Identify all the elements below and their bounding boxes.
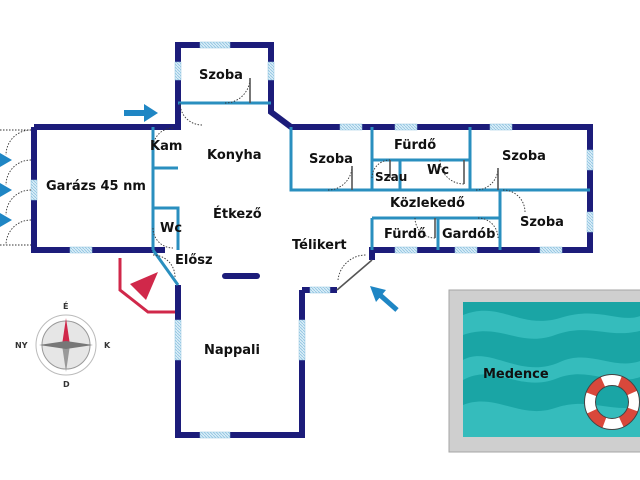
- room-label-gardrob: Gardób: [442, 227, 495, 242]
- room-label-furdo-bottom: Fürdő: [384, 227, 426, 242]
- room-label-konyha: Konyha: [207, 148, 262, 163]
- room-label-kozlekedo: Közlekedő: [390, 196, 465, 211]
- garage-arrow-1: [0, 153, 12, 167]
- compass-south: D: [63, 380, 70, 389]
- entrance-arrow: [118, 258, 175, 314]
- room-label-szau: Szau: [375, 170, 407, 184]
- compass-north: É: [63, 300, 68, 311]
- room-label-eloszoba: Elősz: [175, 253, 213, 268]
- room-label-furdo-top: Fürdő: [394, 138, 436, 153]
- room-label-szoba-mid: Szoba: [309, 152, 353, 167]
- room-label-garazs: Garázs 45 nm: [46, 179, 146, 194]
- room-label-wc-left: Wc: [160, 221, 182, 236]
- entrance-arrow-head: [130, 272, 158, 300]
- doors: [0, 77, 526, 281]
- pool: Medence: [448, 289, 640, 453]
- door-leafs: [249, 78, 499, 291]
- room-label-szoba-top: Szoba: [199, 68, 243, 83]
- compass: É D NY K: [15, 300, 111, 389]
- room-label-kam: Kam: [150, 139, 182, 154]
- room-label-wc-right: Wc: [427, 163, 449, 178]
- telikert-arrow: [370, 286, 399, 312]
- windows: [30, 41, 594, 439]
- garage-arrow-2: [0, 183, 12, 197]
- garage-arrow-3: [0, 213, 12, 227]
- lifebuoy-icon: [584, 374, 640, 430]
- room-label-nappali: Nappali: [204, 343, 260, 358]
- kitchen-island: [222, 273, 260, 279]
- room-label-etkezo: Étkező: [213, 206, 262, 222]
- pool-label: Medence: [483, 367, 549, 382]
- room-label-szoba-right-bottom: Szoba: [520, 215, 564, 230]
- top-entry-arrow: [124, 104, 158, 122]
- room-label-telikert: Télikert: [292, 238, 347, 253]
- room-label-szoba-right-top: Szoba: [502, 149, 546, 164]
- compass-west: NY: [15, 341, 28, 350]
- compass-east: K: [104, 341, 111, 350]
